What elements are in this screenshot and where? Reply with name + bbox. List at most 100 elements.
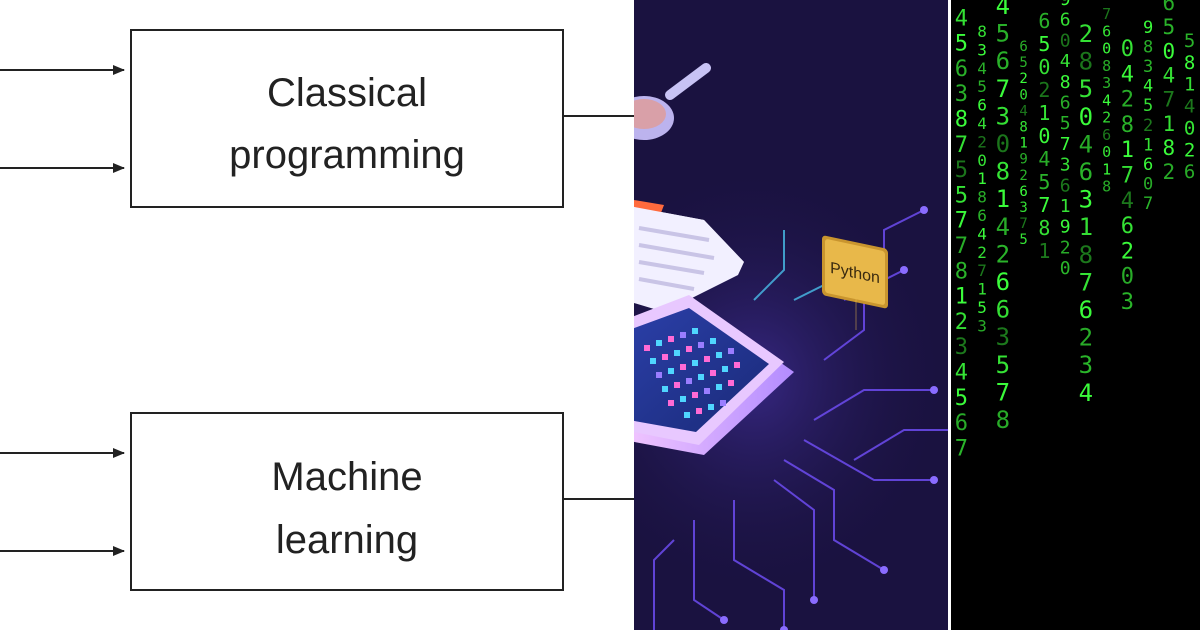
matrix-glyph: 0 (1079, 103, 1093, 131)
matrix-glyph: 8 (1121, 113, 1134, 138)
matrix-glyph: 6 (977, 206, 987, 225)
matrix-glyph: 8 (1079, 241, 1093, 269)
matrix-glyph: 1 (1102, 160, 1111, 178)
matrix-glyph: 6 (955, 411, 968, 436)
matrix-glyph: 5 (955, 158, 968, 183)
matrix-glyph: 7 (955, 209, 968, 234)
matrix-glyph: 5 (977, 77, 987, 96)
matrix-glyph: 7 (1038, 193, 1050, 217)
matrix-glyph: 2 (1121, 239, 1134, 264)
matrix-glyph: 6 (1060, 10, 1071, 31)
matrix-glyph: 2 (1163, 160, 1176, 184)
matrix-glyph: 7 (1079, 268, 1093, 296)
matrix-glyph: 1 (1019, 136, 1027, 152)
matrix-glyph: 2 (955, 0, 968, 6)
matrix-glyph: 1 (1038, 101, 1050, 125)
matrix-glyph: 5 (1060, 113, 1071, 134)
matrix-glyph: 5 (1019, 55, 1027, 71)
matrix-glyph: 4 (1163, 63, 1176, 87)
matrix-glyph: 2 (1143, 116, 1153, 136)
matrix-glyph: 7 (1163, 88, 1176, 112)
matrix-glyph: 5 (955, 32, 968, 57)
matrix-glyph: 6 (996, 47, 1010, 75)
matrix-glyph: 1 (1143, 135, 1153, 155)
classical-programming-box (130, 29, 564, 208)
matrix-glyph: 4 (977, 114, 987, 133)
magnifier-icon (634, 63, 711, 140)
diagram-svg: Classical programming Machine learning (0, 29, 634, 591)
matrix-glyph: 3 (1060, 155, 1071, 176)
matrix-glyph: 4 (996, 0, 1010, 20)
matrix-glyph: 4 (1079, 130, 1093, 158)
matrix-glyph: 5 (1079, 75, 1093, 103)
matrix-glyph: 0 (1019, 87, 1027, 103)
matrix-glyph: 8 (955, 259, 968, 284)
matrix-glyph: 6 (996, 296, 1010, 324)
matrix-glyph: 8 (1102, 178, 1111, 196)
matrix-glyph: 1 (1163, 112, 1176, 136)
matrix-glyph: 8 (996, 158, 1010, 186)
matrix-glyph: 6 (1079, 158, 1093, 186)
matrix-glyph: 3 (955, 82, 968, 107)
matrix-glyph: 0 (1121, 37, 1134, 62)
matrix-glyph: 0 (1143, 174, 1153, 194)
matrix-glyph: 6 (977, 96, 987, 115)
matrix-glyph: 7 (955, 436, 968, 461)
matrix-glyph: 7 (996, 75, 1010, 103)
bottom-box-line1: Machine (271, 455, 422, 499)
matrix-glyph: 4 (1121, 189, 1134, 214)
matrix-glyph: 3 (1079, 351, 1093, 379)
matrix-glyph: 6 (1019, 39, 1027, 55)
matrix-glyph: 5 (955, 183, 968, 208)
matrix-glyph: 0 (1060, 258, 1071, 279)
matrix-glyph: 3 (1143, 57, 1153, 77)
matrix-glyph: 5 (955, 386, 968, 411)
matrix-glyph: 6 (1102, 126, 1111, 144)
diagram-panel: Classical programming Machine learning (0, 29, 634, 591)
matrix-glyph: 6 (1102, 22, 1111, 40)
matrix-glyph: 2 (1019, 168, 1027, 184)
matrix-glyph: 2 (1184, 139, 1195, 161)
matrix-code-panel: 2456387557781234567834564201864271534567… (951, 0, 1200, 630)
processor-chip (634, 295, 794, 455)
matrix-glyph: 5 (1143, 96, 1153, 116)
matrix-glyph: 7 (955, 234, 968, 259)
document-card (634, 200, 744, 312)
matrix-glyph: 3 (1019, 200, 1027, 216)
matrix-glyph: 8 (1102, 57, 1111, 75)
matrix-glyph: 6 (1184, 161, 1195, 183)
matrix-glyph: 4 (1184, 96, 1195, 118)
matrix-glyph: 5 (1038, 32, 1050, 56)
matrix-glyph: 5 (1163, 15, 1176, 39)
matrix-glyph: 8 (1038, 216, 1050, 240)
matrix-glyph: 7 (996, 378, 1010, 406)
matrix-glyph: 0 (1038, 124, 1050, 148)
matrix-glyph: 4 (1143, 77, 1153, 97)
matrix-glyph: 6 (1060, 175, 1071, 196)
bottom-box-line2: learning (276, 518, 418, 562)
matrix-glyph: 4 (1060, 51, 1071, 72)
python-illustration: Python (634, 0, 948, 630)
matrix-glyph: 4 (977, 59, 987, 78)
matrix-glyph: 0 (1184, 117, 1195, 139)
matrix-glyph: 6 (1121, 214, 1134, 239)
matrix-glyph: 3 (1121, 290, 1134, 315)
matrix-glyph: 6 (996, 268, 1010, 296)
matrix-glyph: 1 (977, 169, 987, 188)
matrix-glyph: 5 (1019, 232, 1027, 248)
matrix-glyph: 8 (977, 188, 987, 207)
matrix-glyph: 3 (1102, 74, 1111, 92)
matrix-glyph: 1 (955, 285, 968, 310)
matrix-glyph: 6 (1163, 0, 1176, 15)
matrix-glyph: 2 (955, 310, 968, 335)
matrix-glyph: 1 (1038, 239, 1050, 263)
matrix-glyph: 4 (1121, 62, 1134, 87)
matrix-glyph: 6 (955, 57, 968, 82)
matrix-glyph: 1 (1121, 138, 1134, 163)
matrix-glyph: 8 (1079, 48, 1093, 76)
matrix-glyph: 4 (955, 361, 968, 386)
python-tag: Python (822, 235, 888, 309)
matrix-glyph: 5 (977, 298, 987, 317)
matrix-glyph: 2 (1079, 324, 1093, 352)
circuit-nodes (720, 206, 938, 630)
